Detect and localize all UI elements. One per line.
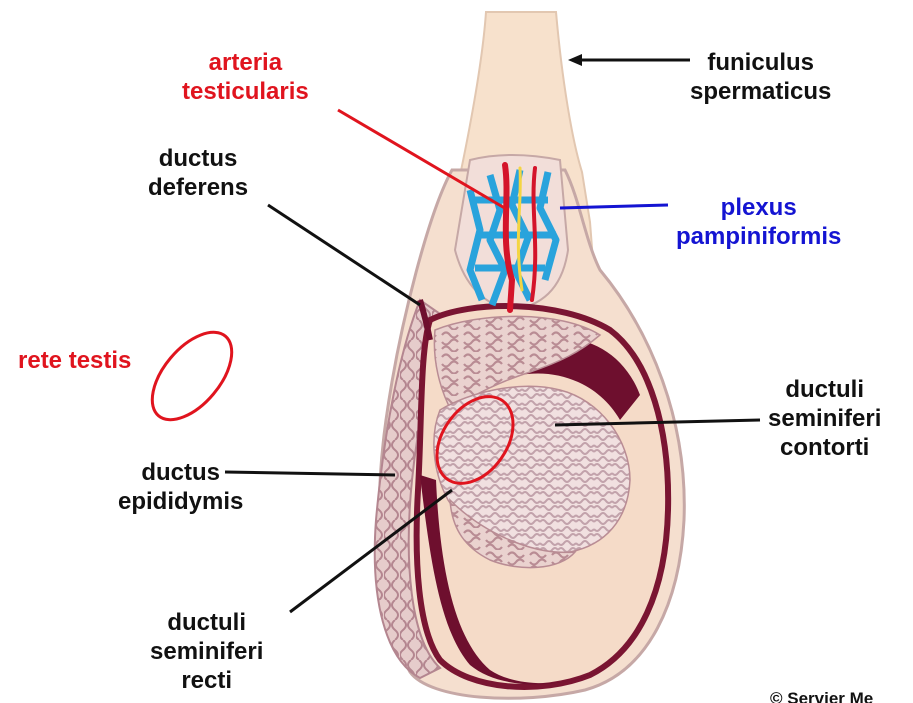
- label-ductus-epididymis: ductus epididymis: [118, 458, 243, 516]
- label-ductuli-seminiferi-recti: ductuli seminiferi recti: [150, 608, 263, 695]
- label-plexus-pampiniformis: plexus pampiniformis: [676, 193, 841, 251]
- label-arteria-testicularis: arteria testicularis: [182, 48, 309, 106]
- arrow-funiculus: [568, 54, 582, 66]
- leader-epididymis: [225, 472, 395, 475]
- label-ductuli-seminiferi-contorti: ductuli seminiferi contorti: [768, 375, 881, 462]
- copyright-notice: © Servier Me: [770, 689, 873, 703]
- rete-testis-legend-outline: [137, 318, 247, 434]
- label-funiculus-spermaticus: funiculus spermaticus: [690, 48, 831, 106]
- label-ductus-deferens: ductus deferens: [148, 144, 248, 202]
- label-rete-testis: rete testis: [18, 346, 131, 375]
- leader-deferens: [268, 205, 420, 305]
